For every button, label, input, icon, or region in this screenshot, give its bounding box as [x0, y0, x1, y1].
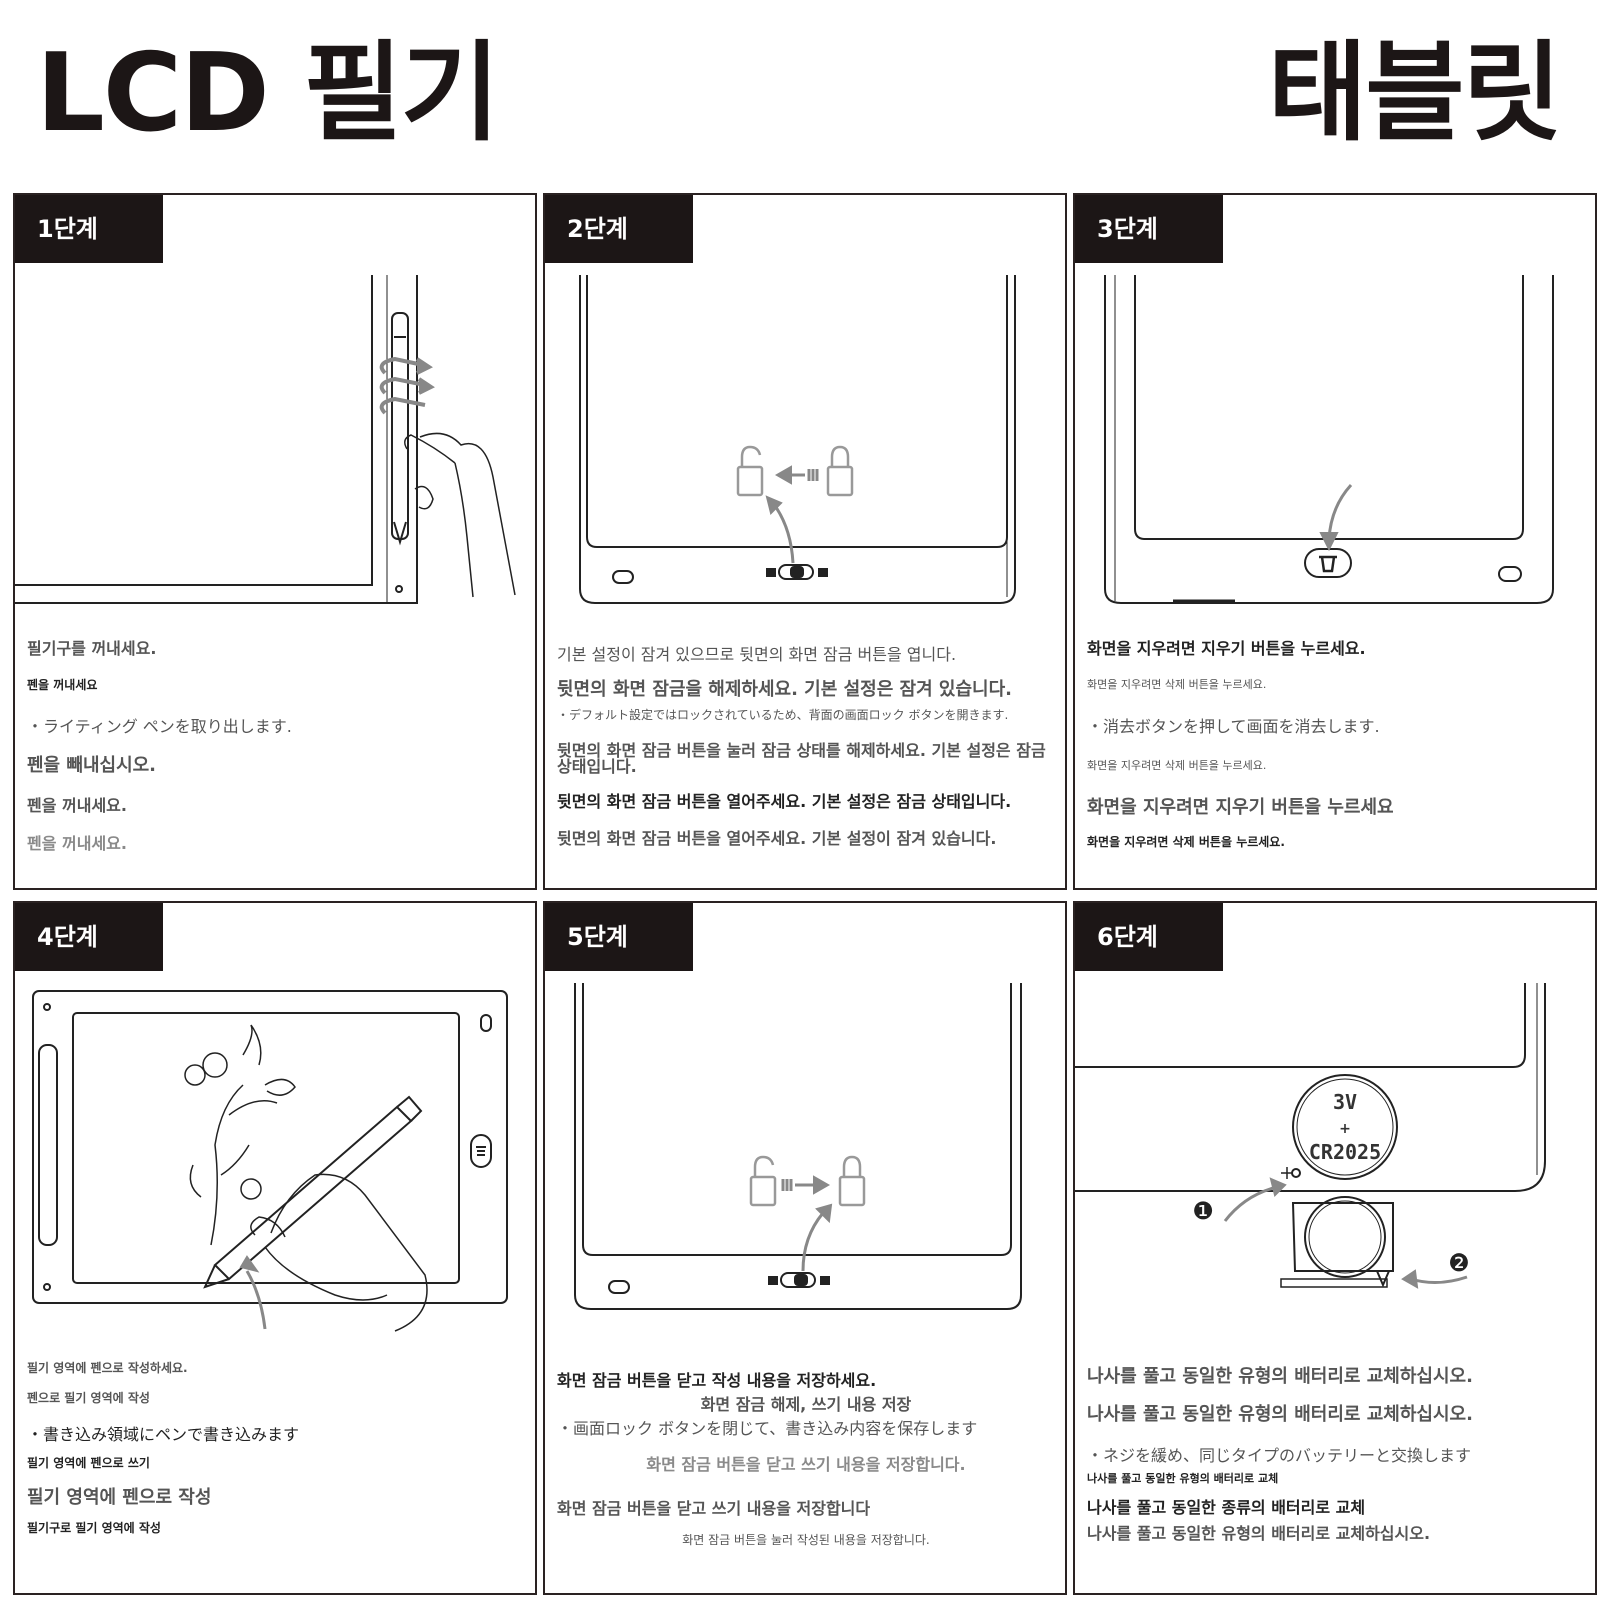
- step-1-illustration: [15, 275, 516, 604]
- callout-1-icon: ❶: [1192, 1197, 1214, 1225]
- step-4-illustration: [32, 990, 508, 1332]
- step-4-text-1: 필기 영역에 펜으로 작성하세요.: [27, 1361, 188, 1375]
- step-3-text-1: 화면을 지우려면 지우기 버튼을 누르세요.: [1087, 639, 1366, 658]
- step-3-illustration: [1104, 275, 1554, 604]
- step-6-label: 6단계: [1075, 903, 1223, 971]
- unlocked-icon: [736, 445, 764, 497]
- battery-icon: 3V + CR2025: [1292, 1074, 1398, 1180]
- step-2-text-6: 뒷면의 화면 잠금 버튼을 열어주세요. 기본 설정이 잠겨 있습니다.: [557, 829, 997, 848]
- page-title-right: 태블릿: [1267, 31, 1562, 156]
- step-1-text-3: ・ライティング ペンを取り出します.: [27, 717, 292, 736]
- twist-arrows-icon: [379, 356, 435, 415]
- step-5-text-1: 화면 잠금 버튼을 닫고 작성 내용을 저장하세요.: [557, 1371, 877, 1390]
- pen-icon: [203, 1095, 423, 1289]
- step-4-text-3: ・書き込み領域にペンで書き込みます: [27, 1425, 300, 1444]
- step-1-panel: 1단계 필기구를 꺼내세요. 펜을 꺼내세요 ・ライティング ペンを取り出します…: [13, 193, 537, 890]
- flower-drawing-icon: [184, 1024, 296, 1246]
- hole-icon: [612, 570, 634, 584]
- step-4-label: 4단계: [15, 903, 163, 971]
- battery-plus: +: [1339, 1121, 1351, 1137]
- battery-model: CR2025: [1309, 1140, 1381, 1164]
- lock-switch-icon: [766, 564, 828, 580]
- step-3-panel: 3단계 화면을 지우려면 지우기 버튼을 누르세요. 화면을 지우려면 삭제 버…: [1073, 193, 1597, 890]
- reset-hole-icon: [395, 585, 403, 593]
- pen-slot-icon: [38, 1044, 58, 1246]
- step-4-panel: 4단계 필기 영역에 펜으로 작성하세: [13, 901, 537, 1595]
- step-3-label: 3단계: [1075, 195, 1223, 263]
- step-6-illustration: 3V + CR2025 ❶ ❷: [1075, 983, 1546, 1289]
- delete-button-icon: [1304, 548, 1352, 578]
- step-5-illustration: [574, 983, 1022, 1310]
- unlocked-icon: [749, 1155, 777, 1207]
- step-3-text-6: 화면을 지우려면 삭제 버튼을 누르세요.: [1087, 835, 1285, 849]
- step-2-text-3: ・デフォルト設定ではロックされているため、背面の画面ロック ボタンを開きます.: [557, 708, 1009, 722]
- step-6-text-3: ・ネジを緩め、同じタイプのバッテリーと交換します: [1087, 1446, 1472, 1465]
- hole-icon: [1498, 566, 1522, 582]
- hole-icon: [608, 1280, 630, 1294]
- pen-icon: [391, 312, 409, 546]
- hand-icon: [250, 1173, 428, 1332]
- delete-button-icon: [470, 1134, 492, 1168]
- step-2-illustration: [579, 275, 1016, 604]
- step-6-text-2: 나사를 풀고 동일한 유형의 배터리로 교체하십시오.: [1087, 1404, 1473, 1425]
- step-5-text-5: 화면 잠금 버튼을 닫고 쓰기 내용을 저장합니다: [557, 1499, 871, 1518]
- step-1-label: 1단계: [15, 195, 163, 263]
- step-5-text-2: 화면 잠금 해제, 쓰기 내용 저장: [700, 1395, 912, 1414]
- lock-switch-icon: [768, 1272, 830, 1288]
- locked-icon: [826, 445, 854, 497]
- step-3-text-3: ・消去ボタンを押して画面を消去します.: [1087, 717, 1380, 736]
- step-1-text-1: 필기구를 꺼내세요.: [27, 639, 157, 658]
- step-1-text-6: 펜을 꺼내세요.: [27, 834, 127, 853]
- arrow-left-icon: [774, 465, 819, 485]
- curved-arrow-icon: [801, 1212, 825, 1272]
- arrow-down-icon: [1327, 483, 1353, 540]
- step-5-panel: 5단계 화면 잠금 버튼을 닫고 작성 내용을 저장하세요. 화면 잠금 해제,…: [543, 901, 1067, 1595]
- step-4-text-2: 펜으로 필기 영역에 작성: [27, 1391, 150, 1405]
- arrow-1-icon: [1223, 1185, 1278, 1222]
- page-title-left: LCD 필기: [36, 31, 500, 156]
- hand-icon: [404, 432, 516, 598]
- step-4-text-6: 필기구로 필기 영역에 작성: [27, 1521, 161, 1535]
- battery-voltage: 3V: [1333, 1090, 1357, 1114]
- step-3-text-2: 화면을 지우려면 삭제 버튼을 누르세요.: [1087, 678, 1267, 691]
- step-6-text-1: 나사를 풀고 동일한 유형의 배터리로 교체하십시오.: [1087, 1366, 1473, 1387]
- step-5-label: 5단계: [545, 903, 693, 971]
- step-6-text-6: 나사를 풀고 동일한 유형의 배터리로 교체하십시오.: [1087, 1524, 1431, 1543]
- arrow-right-icon: [781, 1175, 831, 1195]
- step-1-text-4: 펜을 빼내십시오.: [27, 755, 157, 776]
- step-1-text-2: 펜을 꺼내세요: [27, 678, 98, 692]
- step-2-panel: 2단계 기본 설정이 잠겨 있으므로 뒷면의 화면 잠금 버튼을 엽니다. 뒷면…: [543, 193, 1067, 890]
- step-6-text-5: 나사를 풀고 동일한 종류의 배터리로 교체: [1087, 1498, 1366, 1517]
- curved-arrow-icon: [771, 502, 795, 564]
- step-5-text-4: 화면 잠금 버튼을 닫고 쓰기 내용을 저장합니다.: [646, 1455, 966, 1474]
- step-2-text-2: 뒷면의 화면 잠금을 해제하세요. 기본 설정은 잠겨 있습니다.: [557, 679, 1012, 700]
- step-5-text-3: ・画面ロック ボタンを閉じて、書き込み内容を保存します: [557, 1419, 978, 1438]
- step-1-text-5: 펜을 꺼내세요.: [27, 796, 127, 815]
- step-2-text-1: 기본 설정이 잠겨 있으므로 뒷면의 화면 잠금 버튼을 엽니다.: [557, 645, 957, 664]
- battery-cover-icon: [1280, 1196, 1394, 1288]
- step-3-text-5: 화면을 지우려면 지우기 버튼을 누르세요: [1087, 797, 1394, 818]
- screw-icon: [1291, 1168, 1301, 1178]
- step-3-text-4: 화면을 지우려면 삭제 버튼을 누르세요.: [1087, 759, 1267, 772]
- locked-icon: [838, 1155, 866, 1207]
- arrow-2-icon: [1410, 1275, 1468, 1284]
- callout-2-icon: ❷: [1448, 1249, 1470, 1277]
- step-2-label: 2단계: [545, 195, 693, 263]
- step-4-text-4: 필기 영역에 펜으로 쓰기: [27, 1456, 150, 1470]
- arrow-up-icon: [245, 1270, 267, 1330]
- step-2-text-4: 뒷면의 화면 잠금 버튼을 눌러 잠금 상태를 해제하세요. 기본 설정은 잠금…: [557, 741, 1046, 776]
- step-6-panel: 6단계 3V + CR2025 ❶ ❷ 나사를 풀고 동일한 유형의 배터리로 …: [1073, 901, 1597, 1595]
- step-4-text-5: 필기 영역에 펜으로 작성: [27, 1487, 212, 1508]
- step-5-text-6: 화면 잠금 버튼을 눌러 작성된 내용을 저장합니다.: [682, 1533, 930, 1547]
- step-2-text-5: 뒷면의 화면 잠금 버튼을 열어주세요. 기본 설정은 잠금 상태입니다.: [557, 792, 1012, 811]
- step-6-text-4: 나사를 풀고 동일한 유형의 배터리로 교체: [1087, 1472, 1279, 1485]
